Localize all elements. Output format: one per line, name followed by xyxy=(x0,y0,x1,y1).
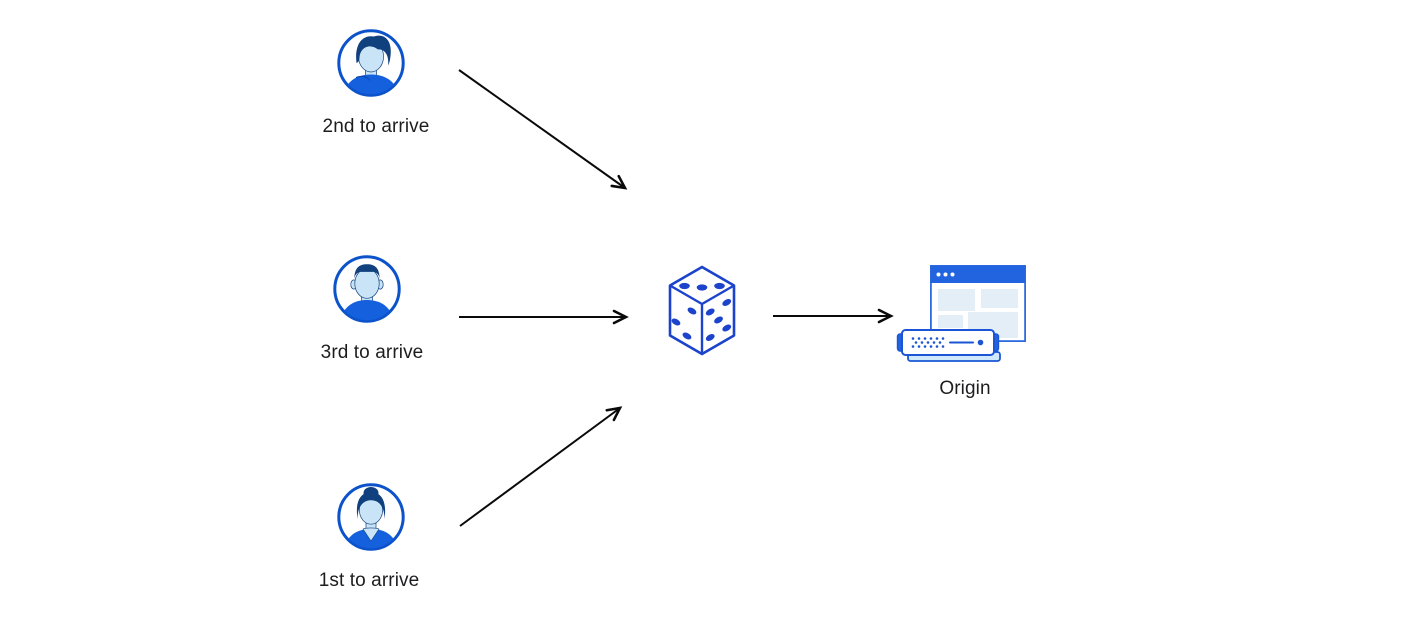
origin-server-icon xyxy=(896,265,1026,362)
arrow-client-top-to-dice xyxy=(458,69,628,190)
origin-label: Origin xyxy=(939,378,991,399)
server-status-light xyxy=(977,339,984,346)
client-top-label: 2nd to arrive xyxy=(322,116,430,137)
dice-icon xyxy=(668,265,736,356)
male-user-avatar-icon xyxy=(337,29,405,97)
client-middle-label: 3rd to arrive xyxy=(320,342,424,363)
server-box xyxy=(896,329,1001,362)
client-bottom-label: 1st to arrive xyxy=(318,570,420,591)
male-user-avatar-icon xyxy=(333,255,401,323)
server-vent-dots xyxy=(911,337,945,348)
female-user-avatar-icon xyxy=(337,483,405,551)
browser-window xyxy=(930,265,1026,342)
arrow-client-bottom-to-dice xyxy=(459,406,623,527)
